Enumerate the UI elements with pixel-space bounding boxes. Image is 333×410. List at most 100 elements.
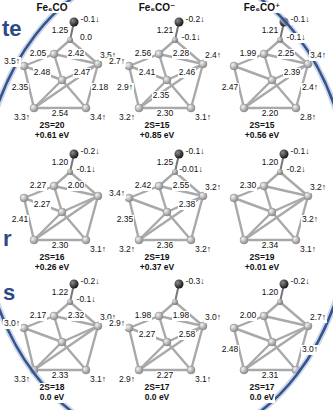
panel-caption: 2S=19 (249, 253, 276, 262)
cluster-value: 2.7↑ (309, 313, 327, 322)
panel-caption: 2S=20 (39, 121, 66, 130)
cluster-value: 2.25 (277, 49, 296, 58)
cluster-value: 1.25 (51, 26, 70, 35)
cluster-value: -0.1↓ (76, 295, 97, 304)
cluster-value: -0.1↓ (181, 33, 202, 42)
cluster-value: 2.30 (156, 109, 175, 118)
cluster-value: 3.0↑ (301, 345, 319, 354)
cluster-value: 2.34 (261, 241, 280, 250)
cluster-figure (20, 280, 102, 375)
cluster-value: 1.22 (51, 288, 70, 297)
cluster-value: 2.9↑ (118, 375, 136, 384)
cluster-value: 1.98 (134, 311, 153, 320)
cluster-value: 3.1↑ (194, 375, 212, 384)
cluster-value: 2.39 (283, 68, 302, 77)
cluster-value: 2.48 (33, 68, 52, 77)
panel-caption: 2S=15 (249, 121, 276, 130)
cluster-value: 2.41 (11, 215, 30, 224)
cluster-value: 3.1↑ (89, 375, 107, 384)
panel-caption: 2S=17 (249, 383, 276, 392)
cluster-figure (20, 18, 102, 113)
cluster-value: 2.54 (51, 109, 70, 118)
cluster-value: 3.2↑ (204, 183, 222, 192)
cluster-value: -0.2↓ (185, 15, 206, 24)
column-header: Fe₆CO⁻ (137, 2, 178, 13)
background-text: r (3, 228, 12, 250)
cluster-value: 2.32 (67, 311, 86, 320)
cluster-value: 3.2↑ (194, 245, 212, 254)
column-header: Fe₆CO⁺ (242, 2, 283, 13)
cluster-value: 3.1↑ (299, 245, 317, 254)
panel-caption: 2S=15 (144, 121, 171, 130)
cluster-value: 2.41 (138, 68, 157, 77)
cluster-figure (20, 150, 102, 245)
cluster-value: 1.99 (239, 49, 258, 58)
cluster-value: -0.2↓ (290, 277, 311, 286)
cluster-value: 1.20 (261, 158, 280, 167)
cluster-value: 1.20 (51, 158, 70, 167)
cluster-value: 2.31 (261, 371, 280, 380)
cluster-value: 1.21 (156, 26, 175, 35)
panel-caption: 2S=18 (39, 383, 66, 392)
cluster-figure (125, 280, 207, 375)
cluster-figure (230, 280, 312, 375)
cluster-value: 1.25 (156, 158, 175, 167)
cluster-value: 2.8↑ (299, 113, 317, 122)
cluster-value: -0.1↓ (290, 15, 311, 24)
cluster-value: 2.27 (29, 181, 48, 190)
cluster-value: 2.30 (51, 241, 70, 250)
cluster-value: 2.42 (67, 49, 86, 58)
cluster-value: 2.33 (51, 371, 70, 380)
cluster-value: -0.1↓ (290, 147, 311, 156)
cluster-value: 1.98 (172, 311, 191, 320)
cluster-value: 2.55 (172, 181, 191, 190)
panel-caption: +0.37 eV (139, 263, 175, 272)
cluster-value: 3.4↑ (108, 189, 126, 198)
cluster-value: 3.2↑ (118, 113, 136, 122)
cluster-value: 3.4↑ (89, 113, 107, 122)
cluster-value: 2.18 (91, 83, 110, 92)
cluster-value: 2.47 (221, 83, 240, 92)
panel-caption: 0.0 eV (249, 393, 276, 402)
panel-caption: +0.01 eV (244, 263, 280, 272)
cluster-value: 0.0 (79, 33, 93, 42)
cluster-value: 2.4↑ (204, 51, 222, 60)
cluster-value: -0.3↓ (185, 277, 206, 286)
column-header: Fe₆CO (34, 2, 69, 13)
cluster-value: -0.1↓ (185, 147, 206, 156)
cluster-figure (125, 18, 207, 113)
cluster-value: 1.21 (261, 26, 280, 35)
cluster-value: 2.4↑ (301, 83, 319, 92)
cluster-value: -0.1↓ (80, 15, 101, 24)
cluster-figure (230, 150, 312, 245)
cluster-value: 2.9↑ (108, 319, 126, 328)
panel-caption: 0.0 eV (39, 393, 66, 402)
cluster-value: 2.56 (134, 49, 153, 58)
cluster-value: 2.36 (156, 241, 175, 250)
cluster-value: -0.2↓ (80, 277, 101, 286)
cluster-value: 2.38 (178, 200, 197, 209)
cluster-value: 1.20 (261, 288, 280, 297)
cluster-value: 2.35 (11, 83, 30, 92)
cluster-value: 2.00 (239, 311, 258, 320)
background-text: s (3, 282, 15, 304)
cluster-value: 2.20 (261, 109, 280, 118)
cluster-value: 3.0↑ (204, 313, 222, 322)
cluster-value: 3.2↑ (301, 215, 319, 224)
cluster-value: 2.46 (178, 68, 197, 77)
cluster-value: 3.2↑ (309, 183, 327, 192)
cluster-figure (230, 18, 312, 113)
cluster-value: -0.01↓ (178, 165, 204, 174)
cluster-value: 2.48 (221, 345, 240, 354)
cluster-value: 2.05 (29, 49, 48, 58)
cluster-value: 2.27 (33, 200, 52, 209)
panel-caption: +0.61 eV (34, 131, 70, 140)
panel-caption: 2S=17 (144, 383, 171, 392)
cluster-value: 3.0↑ (3, 319, 21, 328)
cluster-value: 2.28 (172, 49, 191, 58)
cluster-value: 2.17 (29, 311, 48, 320)
cluster-value: 3.2↑ (118, 245, 136, 254)
cluster-value: -0.2↓ (80, 147, 101, 156)
